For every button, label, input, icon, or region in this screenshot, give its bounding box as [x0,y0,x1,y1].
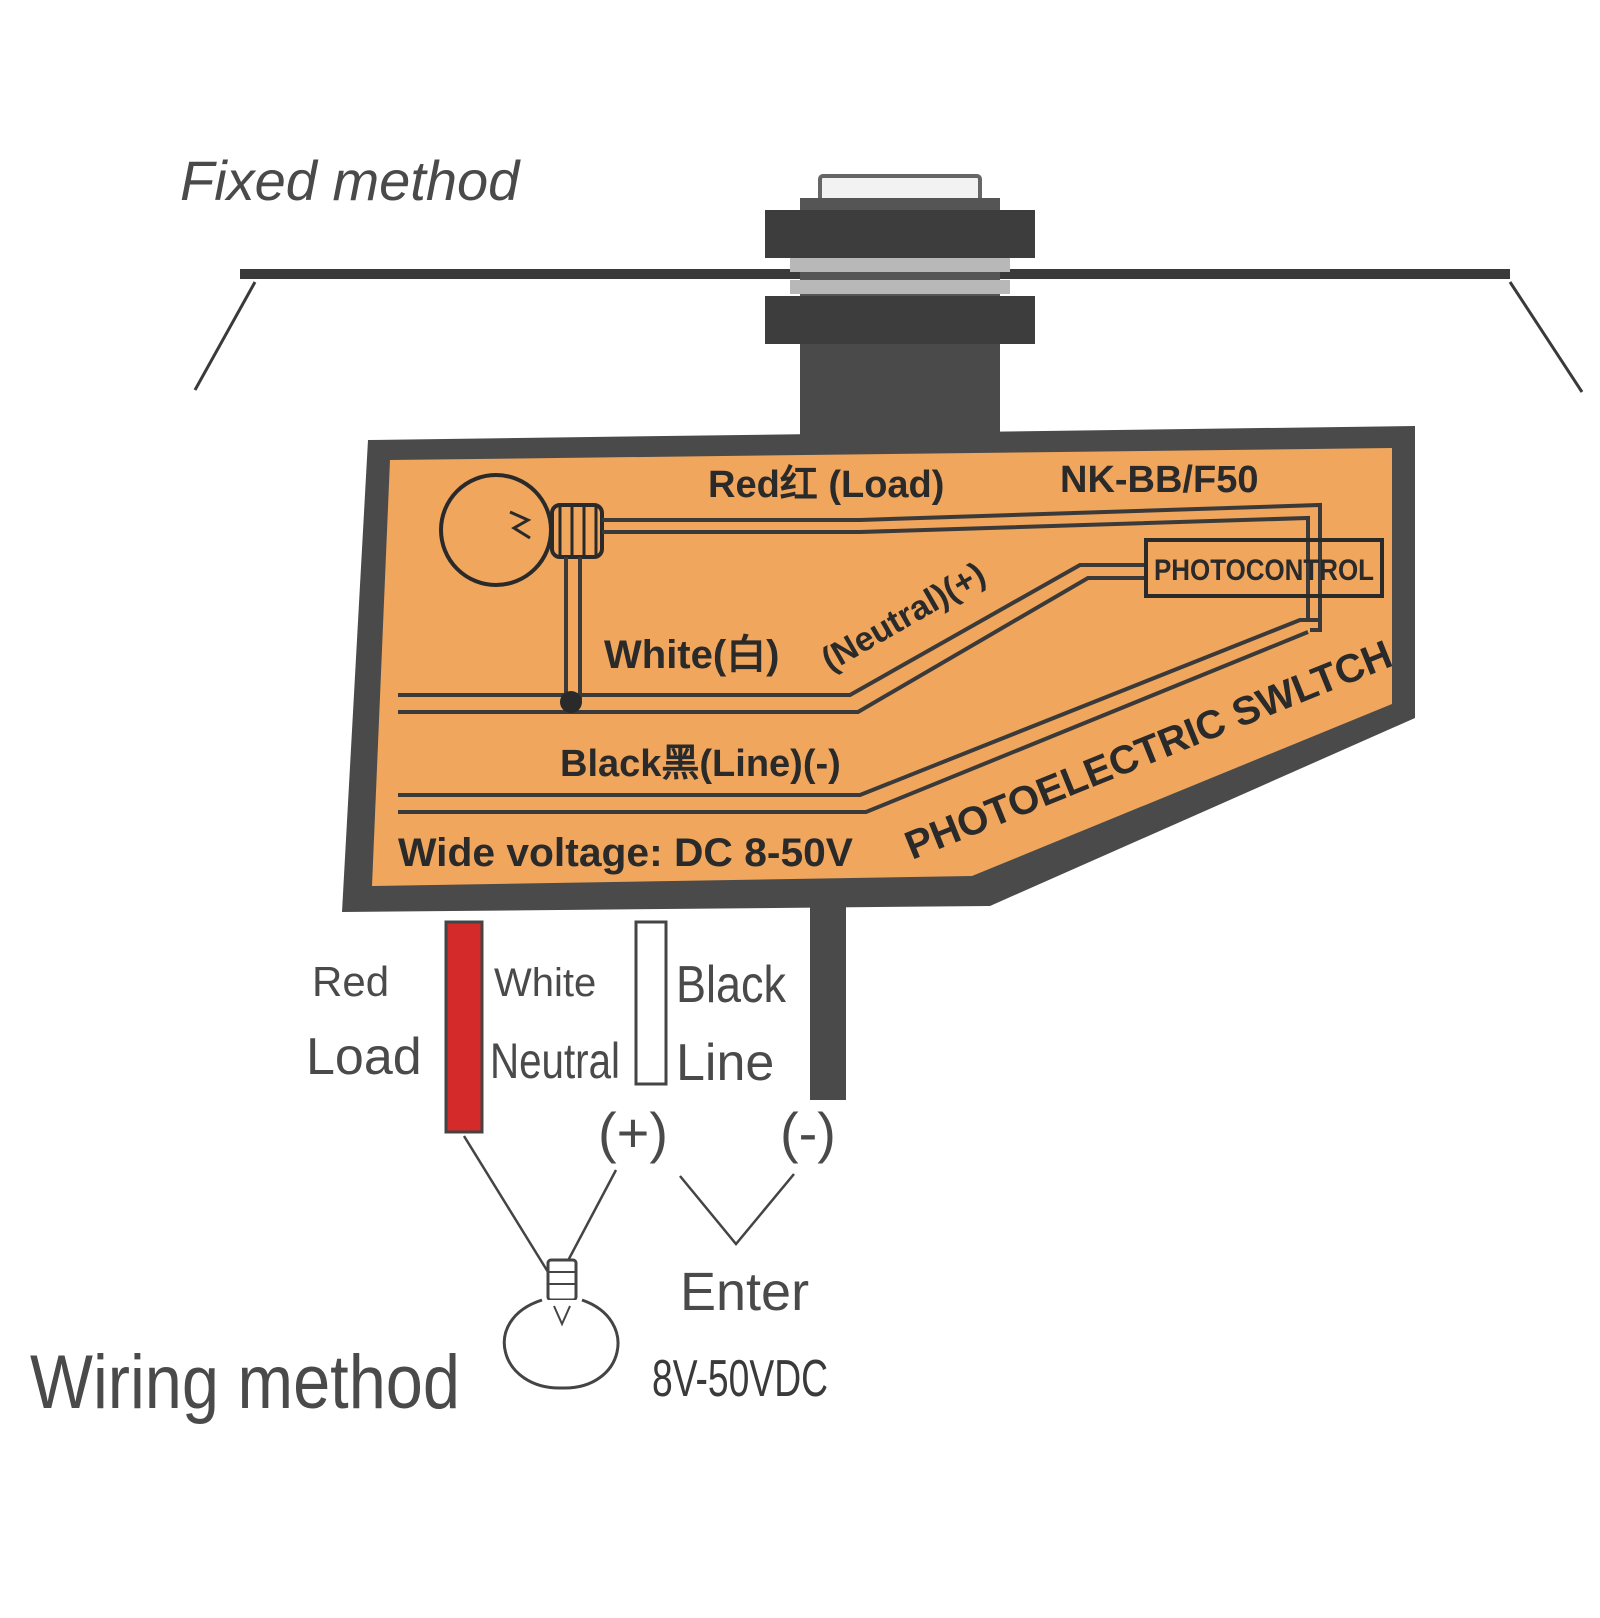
line-label: Line [676,1034,774,1092]
white-color-label: White [494,961,596,1005]
sensor-stem [765,174,1035,440]
enter-label: Enter [680,1262,809,1322]
model-label: NK-BB/F50 [1060,459,1258,501]
red-color-label: Red [312,958,389,1005]
photocontrol-label: PHOTOCONTROL [1154,554,1374,587]
red-wire-label: Red红 (Load) [708,464,944,506]
red-lead [444,920,484,1134]
neutral-label: Neutral [490,1033,620,1089]
black-color-label: Black [676,956,787,1014]
supply-range-label: 8V-50VDC [652,1350,828,1408]
output-leads [444,920,668,1134]
load-label: Load [306,1028,422,1086]
plus-label: (+) [598,1101,668,1164]
wiring-method-title: Wiring method [30,1340,460,1425]
external-bulb-icon [502,1258,620,1390]
voltage-label: Wide voltage: DC 8-50V [398,831,853,875]
white-lead [634,920,668,1086]
internal-wiring [398,502,1322,814]
minus-label: (-) [780,1101,836,1164]
fixed-method-title: Fixed method [180,149,521,212]
photocontrol-box: PHOTOCONTROL [1144,538,1384,598]
black-wire-label: Black黑(Line)(-) [560,743,841,785]
external-wiring [462,1135,795,1273]
white-wire-label: White(白) [604,633,780,677]
